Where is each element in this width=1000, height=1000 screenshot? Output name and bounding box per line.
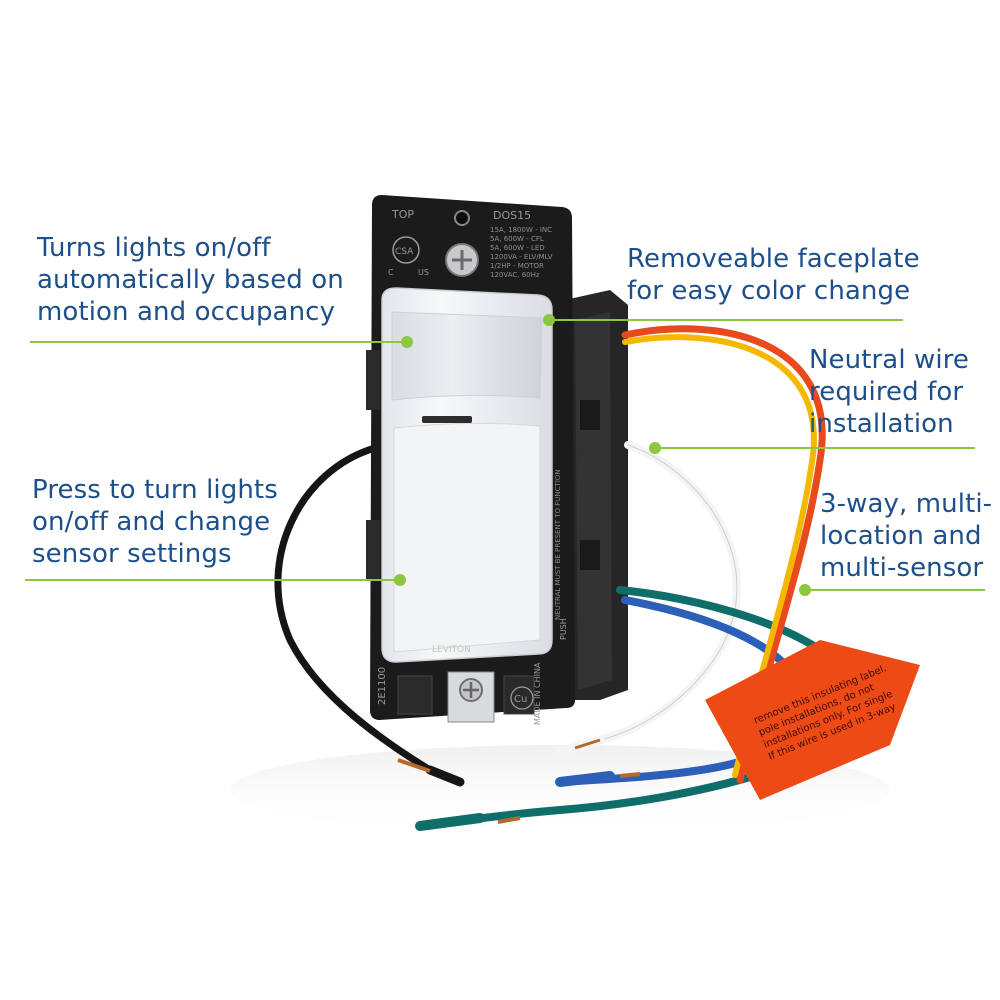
indicator-led — [422, 416, 472, 423]
callout-motion-occupancy: Turns lights on/off automatically based … — [37, 232, 344, 328]
rating-line: 5A, 600W - LED — [490, 244, 545, 252]
origin-label: MADE IN CHINA — [533, 662, 542, 725]
rating-line: 1200VA - ELV/MLV — [490, 253, 553, 261]
wire-yellow — [622, 334, 817, 778]
callout-three-way: 3-way, multi- location and multi-sensor — [820, 488, 992, 584]
callout-line: required for — [809, 377, 964, 407]
callout-line: Press to turn lights — [32, 475, 278, 505]
callout-leaders — [25, 319, 985, 591]
side-code: 2E1100 — [377, 667, 388, 705]
model-label: DOS15 — [493, 209, 531, 222]
push-button[interactable] — [393, 422, 541, 653]
callout-line: multi-sensor — [820, 553, 984, 583]
callout-dots — [394, 314, 811, 596]
callout-line: Turns lights on/off — [37, 233, 271, 263]
csa-mark: CSA C US — [388, 236, 429, 277]
callout-line: motion and occupancy — [37, 297, 336, 327]
callout-line: Removeable faceplate — [627, 244, 920, 274]
callout-press-button: Press to turn lights on/off and change s… — [32, 474, 278, 570]
push-label: PUSH — [559, 618, 568, 640]
svg-text:C: C — [388, 268, 394, 277]
callout-line: sensor settings — [32, 539, 232, 569]
callout-line: installation — [809, 409, 954, 439]
callout-faceplate: Removeable faceplate for easy color chan… — [627, 243, 920, 307]
callout-line: 3-way, multi- — [820, 489, 993, 519]
wire-black — [274, 444, 434, 774]
callout-line: location and — [820, 521, 982, 551]
rating-line: 5A, 600W - CFL — [490, 235, 544, 243]
insulating-warning-label: If this wire is used in 3-wayinstallatio… — [705, 640, 920, 800]
rating-line: 1/2HP - MOTOR — [490, 262, 544, 270]
top-label: TOP — [391, 208, 414, 221]
callout-neutral-wire: Neutral wire required for installation — [809, 344, 969, 440]
callout-line: for easy color change — [627, 276, 911, 306]
motion-sensor-lens — [391, 311, 543, 401]
callout-line: automatically based on — [37, 265, 344, 295]
svg-text:Cu: Cu — [514, 694, 527, 705]
callout-line: on/off and change — [32, 507, 271, 537]
svg-text:US: US — [418, 268, 429, 277]
rating-line: 15A, 1800W - INC — [490, 226, 552, 234]
callout-line: Neutral wire — [809, 345, 970, 375]
svg-text:CSA: CSA — [395, 247, 414, 257]
rating-line: 120VAC, 60Hz — [490, 271, 540, 279]
neutral-note: NEUTRAL MUST BE PRESENT TO FUNCTION — [554, 469, 562, 620]
cu-mark: Cu — [510, 686, 534, 710]
brand-mark: LEVITON — [432, 645, 471, 655]
